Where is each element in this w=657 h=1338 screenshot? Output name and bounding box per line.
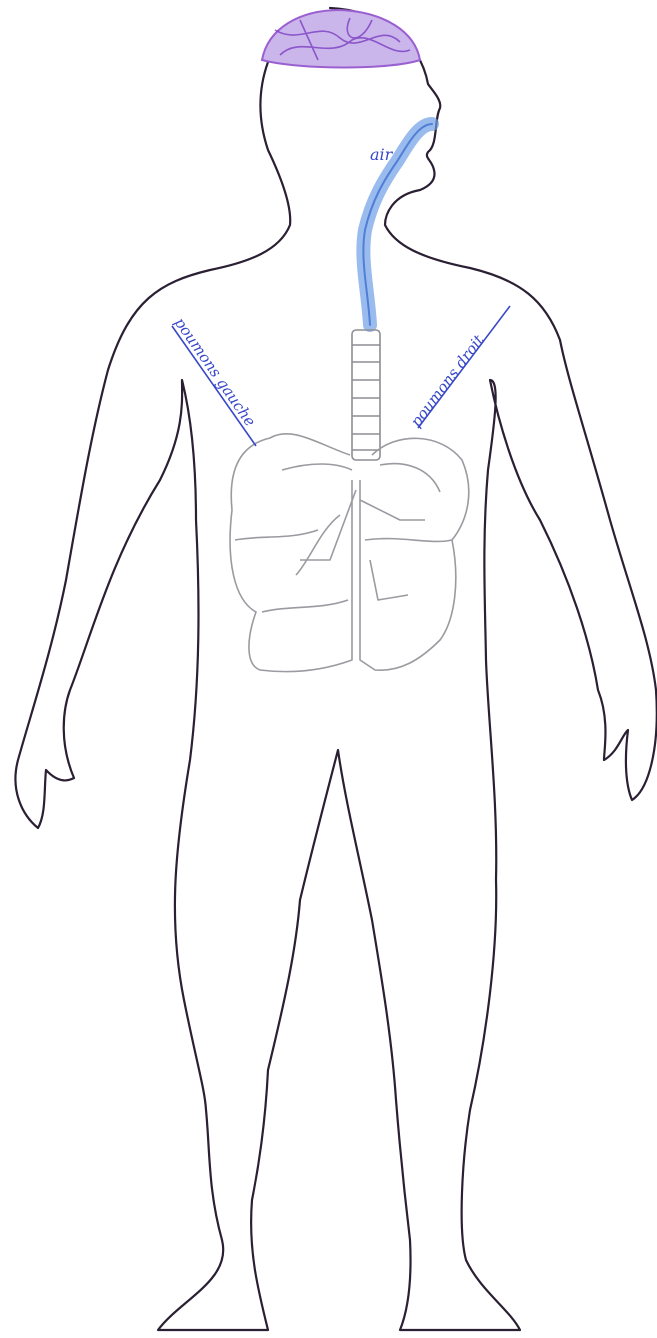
right-lung-shape [360, 438, 469, 670]
left-lung-shape [230, 434, 352, 672]
body-outline [15, 8, 656, 1330]
trachea [352, 330, 380, 460]
brain [262, 10, 420, 68]
left-lung-label: poumons gauche [171, 314, 260, 430]
lungs [230, 434, 469, 672]
air-label: air [370, 145, 394, 164]
right-lung-label: poumons droit [407, 331, 488, 431]
